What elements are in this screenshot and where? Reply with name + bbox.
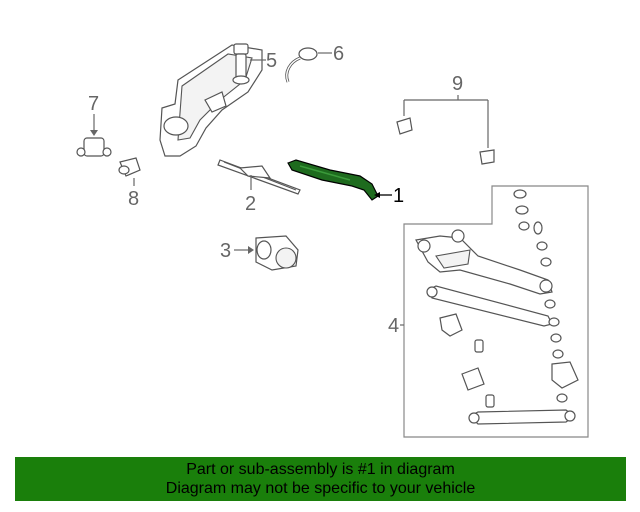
leader-7-arrow — [90, 130, 98, 136]
callout-9[interactable]: 9 — [452, 73, 463, 95]
wiper-motor-icon — [255, 235, 299, 271]
callout-1[interactable]: 1 — [393, 185, 404, 207]
washer-reservoir-icon — [159, 44, 263, 157]
parts-diagram: 5 6 7 8 9 2 1 3 — [76, 43, 589, 438]
washer-nozzle-icon — [76, 137, 112, 157]
callout-5[interactable]: 5 — [266, 50, 277, 72]
connector-icon — [118, 157, 141, 177]
leader-3-arrow — [248, 246, 254, 254]
wiper-linkage-icon — [415, 189, 579, 425]
callout-6[interactable]: 6 — [333, 43, 344, 65]
wiper-linkage-box — [403, 185, 589, 438]
footer-banner: Part or sub-assembly is #1 in diagram Di… — [15, 457, 626, 501]
callout-3[interactable]: 3 — [220, 240, 231, 262]
leader-1-arrow — [374, 192, 380, 198]
callout-4[interactable]: 4 — [388, 315, 399, 337]
footer-line-2: Diagram may not be specific to your vehi… — [165, 480, 476, 497]
callout-2[interactable]: 2 — [245, 193, 256, 215]
leader-9 — [403, 95, 489, 148]
footer-line-1: Part or sub-assembly is #1 in diagram — [186, 461, 455, 478]
washer-hose-icon — [285, 47, 332, 83]
callout-7[interactable]: 7 — [88, 93, 99, 115]
wiper-arm-icon[interactable] — [287, 159, 379, 201]
wiper-blade-icon — [217, 159, 301, 195]
callout-8[interactable]: 8 — [128, 188, 139, 210]
washer-pump-icon — [232, 43, 266, 85]
clip-icon — [396, 117, 495, 165]
